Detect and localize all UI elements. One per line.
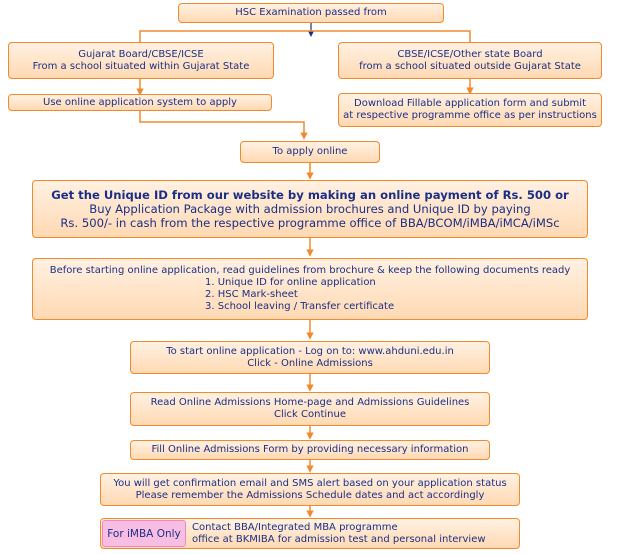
- apply-online-box: To apply online: [240, 141, 380, 163]
- documents-intro: Before starting online application, read…: [49, 265, 571, 276]
- imba-contact-text: Contact BBA/Integrated MBA programme off…: [192, 522, 486, 546]
- imba-only-label: For iMBA Only: [107, 527, 181, 540]
- unique-id-line-2: Buy Application Package with admission b…: [89, 202, 531, 216]
- download-form-line-1: Download Fillable application form and s…: [354, 98, 586, 109]
- confirmation-box: You will get confirmation email and SMS …: [100, 473, 520, 506]
- download-form-box: Download Fillable application form and s…: [338, 93, 602, 127]
- gujarat-board-line-2: From a school situated within Gujarat St…: [32, 60, 250, 72]
- imba-contact-line-1: Contact BBA/Integrated MBA programme: [192, 522, 398, 533]
- download-form-line-2: at respective programme office as per in…: [343, 110, 597, 121]
- fill-form-box: Fill Online Admissions Form by providing…: [130, 440, 490, 460]
- login-line-1: To start online application - Log on to:…: [166, 345, 454, 357]
- login-line-2: Click - Online Admissions: [247, 357, 373, 369]
- gujarat-board-box: Gujarat Board/CBSE/ICSE From a school si…: [8, 42, 274, 79]
- unique-id-box: Get the Unique ID from our website by ma…: [32, 180, 588, 238]
- hsc-exam-text: HSC Examination passed from: [235, 7, 387, 18]
- other-board-box: CBSE/ICSE/Other state Board from a schoo…: [338, 42, 602, 79]
- document-item-1: 1. Unique ID for online application: [205, 277, 376, 288]
- confirmation-line-2: Please remember the Admissions Schedule …: [135, 489, 485, 501]
- imba-only-tag: For iMBA Only: [102, 520, 186, 547]
- fill-form-text: Fill Online Admissions Form by providing…: [151, 444, 469, 455]
- hsc-exam-box: HSC Examination passed from: [178, 3, 444, 23]
- document-item-3: 3. School leaving / Transfer certificate: [205, 301, 395, 312]
- unique-id-line-1: Get the Unique ID from our website by ma…: [51, 188, 569, 202]
- other-board-line-2: from a school situated outside Gujarat S…: [359, 60, 581, 72]
- guidelines-line-2: Click Continue: [274, 409, 346, 420]
- online-system-box: Use online application system to apply: [8, 94, 272, 111]
- imba-contact-line-2: office at BKMIBA for admission test and …: [192, 534, 486, 545]
- unique-id-line-3: Rs. 500/- in cash from the respective pr…: [60, 216, 560, 230]
- documents-box: Before starting online application, read…: [32, 258, 588, 320]
- online-system-text: Use online application system to apply: [43, 96, 237, 108]
- guidelines-box: Read Online Admissions Home-page and Adm…: [130, 392, 490, 426]
- gujarat-board-line-1: Gujarat Board/CBSE/ICSE: [78, 48, 204, 60]
- confirmation-line-1: You will get confirmation email and SMS …: [113, 477, 507, 489]
- apply-online-text: To apply online: [272, 146, 348, 157]
- login-box: To start online application - Log on to:…: [130, 341, 490, 374]
- other-board-line-1: CBSE/ICSE/Other state Board: [397, 48, 543, 60]
- document-item-2: 2. HSC Mark-sheet: [205, 289, 298, 300]
- guidelines-line-1: Read Online Admissions Home-page and Adm…: [150, 397, 470, 408]
